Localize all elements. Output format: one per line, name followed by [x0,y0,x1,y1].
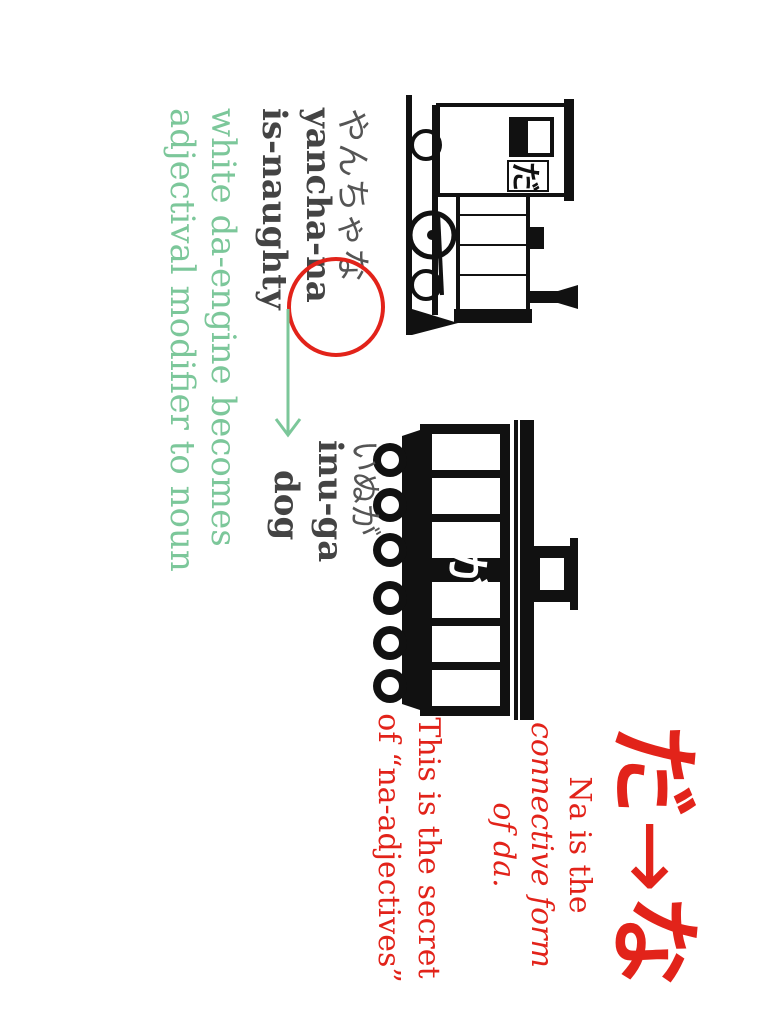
note2-line1: This is the secret [411,717,446,979]
steam-dome [526,227,544,249]
car-plate-label: が [441,548,492,592]
da-to-na-header: だ→な [595,725,728,987]
circle-stroke [287,257,385,357]
plate-panel [432,560,500,580]
frame [432,105,438,315]
note1-line2: connective form [524,722,559,968]
header-na: な [600,894,707,987]
car-roof [520,420,534,720]
caption-line-1: white da-engine becomes [203,108,243,547]
roof-vent-window [540,558,564,590]
car-roof-trim [514,420,518,720]
plate-frame [507,160,549,192]
chimney [528,291,558,303]
rail [406,95,412,335]
car-wheel-inner [381,451,399,469]
cab-window-pane [528,121,550,153]
car-window [432,434,500,470]
car-window [432,626,500,662]
na-highlight-circle [287,257,385,357]
steam-locomotive-illustration [406,95,578,335]
boiler [456,193,530,317]
train-car-illustration [373,420,578,720]
note-connective-form: Na is the connective form of da. [484,700,598,990]
car-wheel-inner [381,634,399,652]
car-window [432,582,500,618]
car-wheel-inner [381,541,399,559]
green-arrow [274,309,302,438]
note1-line1: Na is the [562,776,597,914]
car-window [432,670,500,706]
car-gloss: dog [266,470,306,541]
connecting-rod [436,212,444,296]
car-window [432,478,500,514]
undercarriage [402,430,420,710]
cab-roof [564,99,574,201]
note-secret-na-adjectives: This is the secret of “na-adjectives” [368,688,448,1008]
note1-line3: of da. [486,802,521,888]
chimney-top [558,285,578,309]
caption-line-2: adjectival modifier to noun [162,108,202,572]
car-window [432,522,500,558]
smokebox [454,309,532,323]
arrow-head [274,418,302,438]
car-wheel-inner [381,589,399,607]
header-arrow: → [601,819,704,893]
cowcatcher [412,309,458,335]
car-wheel-inner [381,677,399,695]
car-kana: いぬが [346,440,384,537]
roof-vent-cap [570,538,578,610]
car-romaji: inu-ga [310,440,350,563]
header-da: だ [600,725,707,818]
locomotive-plate-label: だ [507,162,542,192]
car-wheel-inner [381,496,399,514]
note2-line2: of “na-adjectives” [371,713,406,983]
